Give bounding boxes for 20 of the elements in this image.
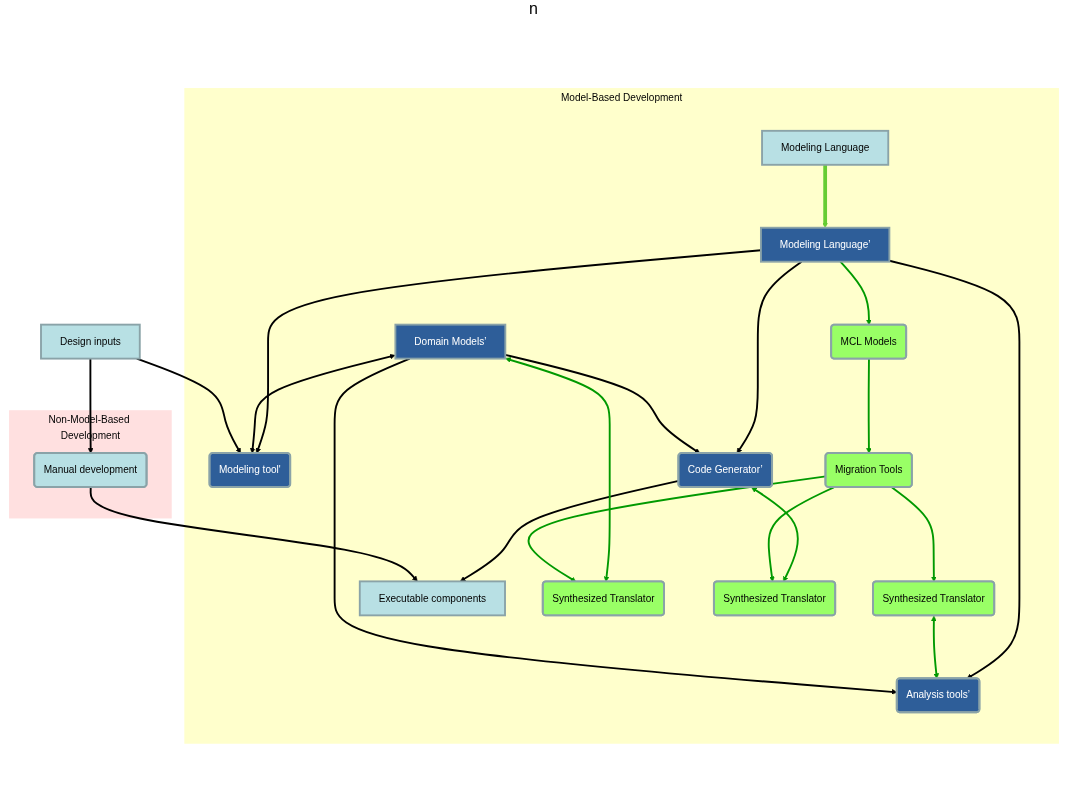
arrow — [865, 357, 872, 454]
node-box: Design inputs — [39, 323, 141, 360]
arrow — [767, 485, 835, 582]
arrow — [887, 259, 1020, 679]
node-box: Modeling Language — [760, 129, 889, 166]
arrow — [750, 486, 799, 582]
arrow — [890, 485, 937, 582]
arrow — [504, 356, 611, 582]
arrow — [89, 485, 418, 582]
arrow — [821, 164, 828, 228]
arrow — [87, 357, 93, 454]
node-box: Executable components — [358, 580, 506, 616]
note-text: n — [529, 0, 538, 17]
arrow — [838, 260, 872, 325]
node-box: Domain Models’ — [393, 323, 506, 360]
arrow — [736, 260, 802, 454]
arrow — [333, 357, 897, 695]
arrow — [930, 615, 939, 679]
arrow — [249, 353, 395, 454]
node-box: Modeling Language’ — [759, 226, 890, 263]
